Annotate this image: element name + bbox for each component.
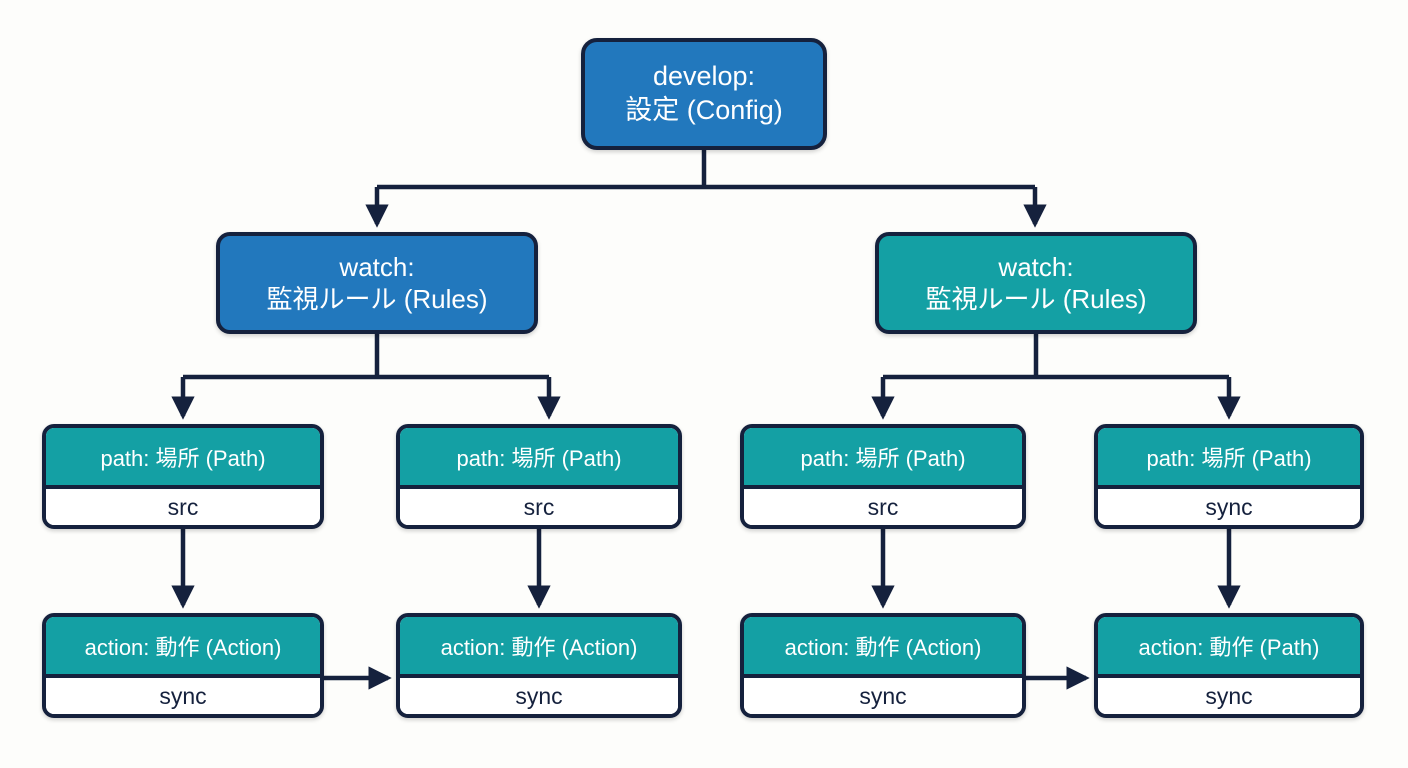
node-action-1[interactable]: action: 動作 (Action) sync	[42, 613, 324, 718]
node-action-2[interactable]: action: 動作 (Action) sync	[396, 613, 682, 718]
node-path-2-value: src	[400, 489, 678, 525]
edge-watch-right-to-paths	[871, 334, 1241, 420]
node-action-4-header: action: 動作 (Path)	[1098, 617, 1360, 678]
node-watch-rules-left-line1: watch:	[339, 251, 415, 282]
node-watch-rules-right-line2: 監視ルール (Rules)	[925, 284, 1147, 314]
node-watch-rules-left-line2: 監視ルール (Rules)	[266, 284, 488, 314]
node-path-2[interactable]: path: 場所 (Path) src	[396, 424, 682, 529]
node-action-3-value: sync	[744, 678, 1022, 714]
node-develop-config-line2: 設定 (Config)	[625, 95, 783, 125]
node-path-3-header: path: 場所 (Path)	[744, 428, 1022, 489]
node-path-3-value: src	[744, 489, 1022, 525]
node-path-1[interactable]: path: 場所 (Path) src	[42, 424, 324, 529]
node-path-1-header: path: 場所 (Path)	[46, 428, 320, 489]
node-path-4[interactable]: path: 場所 (Path) sync	[1094, 424, 1364, 529]
node-path-4-header: path: 場所 (Path)	[1098, 428, 1360, 489]
node-path-1-value: src	[46, 489, 320, 525]
node-develop-config[interactable]: develop: 設定 (Config)	[581, 38, 827, 150]
edge-watch-left-to-paths	[171, 334, 561, 420]
node-action-1-header: action: 動作 (Action)	[46, 617, 320, 678]
edge-root-to-watches	[365, 150, 1047, 228]
node-path-4-value: sync	[1098, 489, 1360, 525]
node-path-3[interactable]: path: 場所 (Path) src	[740, 424, 1026, 529]
node-watch-rules-right[interactable]: watch: 監視ルール (Rules)	[875, 232, 1197, 334]
node-action-2-value: sync	[400, 678, 678, 714]
node-develop-config-line1: develop:	[652, 61, 756, 92]
node-action-4[interactable]: action: 動作 (Path) sync	[1094, 613, 1364, 718]
node-watch-rules-left[interactable]: watch: 監視ルール (Rules)	[216, 232, 538, 334]
node-path-2-header: path: 場所 (Path)	[400, 428, 678, 489]
node-action-3-header: action: 動作 (Action)	[744, 617, 1022, 678]
node-action-3[interactable]: action: 動作 (Action) sync	[740, 613, 1026, 718]
node-action-1-value: sync	[46, 678, 320, 714]
node-action-4-value: sync	[1098, 678, 1360, 714]
node-action-2-header: action: 動作 (Action)	[400, 617, 678, 678]
node-watch-rules-right-line1: watch:	[998, 251, 1074, 282]
